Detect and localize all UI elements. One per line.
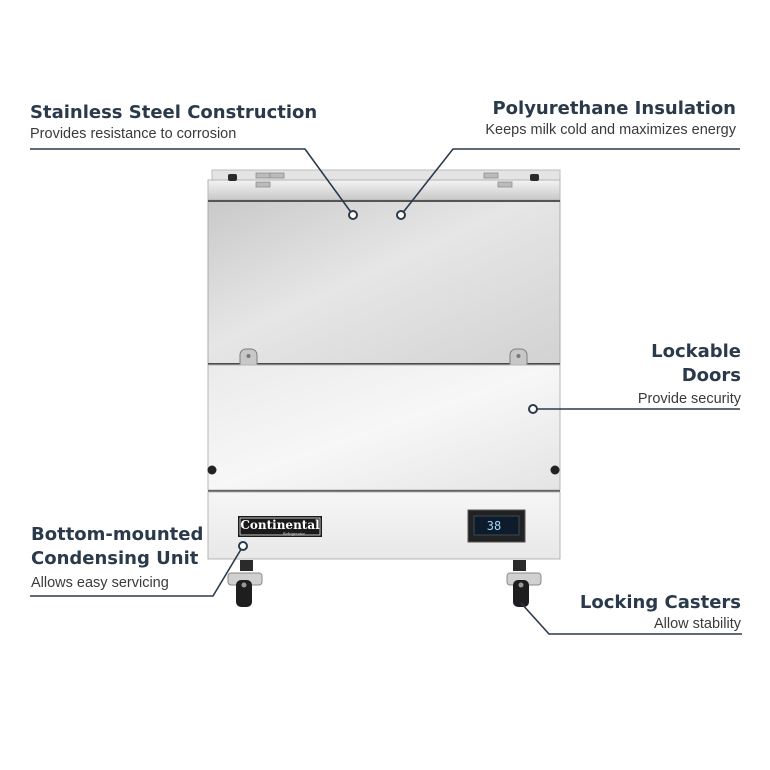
callout-dots (238, 210, 538, 551)
callout-subtitle: Keeps milk cold and maximizes energy (485, 122, 736, 138)
callout-insulation: Polyurethane Insulation Keeps milk cold … (485, 97, 736, 139)
callout-condensing: Bottom-mounted Condensing Unit Allows ea… (31, 523, 203, 592)
lower-door (207, 364, 561, 491)
cooler-lid (207, 169, 561, 201)
caster-left-icon (227, 560, 263, 607)
dot-lockable (528, 404, 538, 414)
line-stainless (30, 148, 354, 216)
temperature-reading: 38 (487, 519, 501, 533)
callout-title-line2: Doors (681, 365, 741, 386)
callout-subtitle: Allow stability (653, 616, 741, 632)
callout-title-line1: Bottom-mounted (31, 524, 204, 545)
svg-text:Continental: Continental (240, 518, 320, 532)
caster-right-icon (506, 560, 542, 607)
callout-title: Stainless Steel Construction (30, 102, 318, 123)
temperature-display: 38 (467, 509, 526, 543)
callout-subtitle: Provide security (637, 391, 741, 407)
upper-door (207, 200, 561, 365)
callout-title-line1: Lockable (651, 341, 741, 362)
line-condensing (30, 545, 244, 597)
dot-insulation (396, 210, 406, 220)
dot-condensing (238, 541, 248, 551)
callout-stainless: Stainless Steel Construction Provides re… (30, 101, 317, 143)
callout-casters: Locking Casters Allow stability (580, 591, 741, 633)
line-casters (520, 602, 742, 635)
callout-subtitle: Provides resistance to corrosion (30, 126, 237, 142)
brand-logo: Continental Refrigerator (238, 516, 322, 537)
callout-title-line2: Condensing Unit (31, 548, 199, 569)
callout-title: Polyurethane Insulation (492, 98, 736, 119)
dot-stainless (348, 210, 358, 220)
callout-title: Locking Casters (579, 592, 741, 613)
line-insulation (400, 148, 740, 216)
callout-lines (30, 148, 742, 635)
callout-lockable: Lockable Doors Provide security (638, 340, 741, 408)
callout-subtitle: Allows easy servicing (31, 575, 169, 591)
svg-text:Refrigerator: Refrigerator (283, 532, 305, 536)
